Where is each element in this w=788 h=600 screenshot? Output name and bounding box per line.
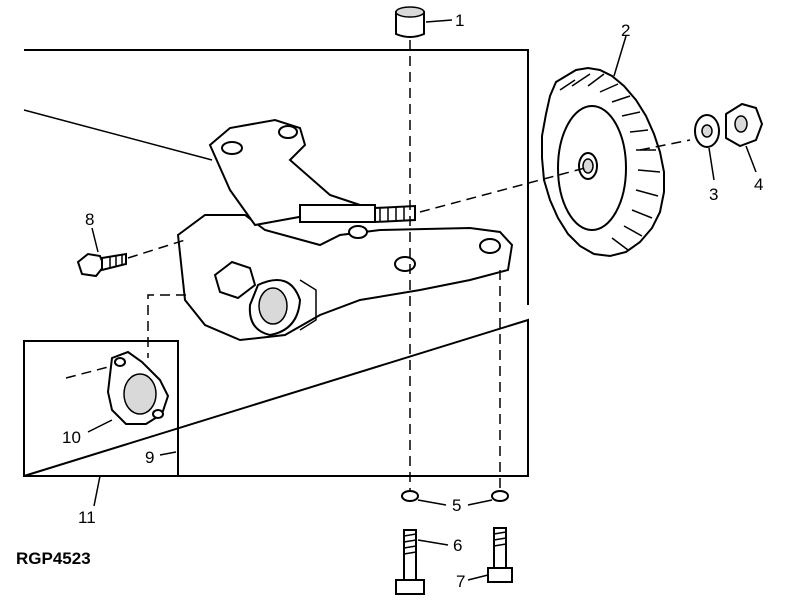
bushing xyxy=(395,6,425,38)
cap-screw-8 xyxy=(76,252,127,278)
gasket-leader-line xyxy=(147,294,186,358)
inset-frame xyxy=(23,340,179,477)
cap-screw-6 xyxy=(395,529,425,595)
frame-leader-line xyxy=(23,109,213,161)
callout-6: 6 xyxy=(453,536,462,555)
pump-housing xyxy=(176,118,514,342)
gasket xyxy=(106,350,170,425)
assembly-frame xyxy=(23,49,529,477)
callout-8: 8 xyxy=(85,210,94,229)
gear-axis-line xyxy=(639,139,691,151)
washer-5-right xyxy=(491,490,509,502)
callout-7: 7 xyxy=(456,572,465,591)
nut xyxy=(725,102,764,148)
callout-3: 3 xyxy=(709,185,718,204)
cap-screw-7 xyxy=(487,527,513,583)
callout-1: 1 xyxy=(455,11,464,30)
callout-5: 5 xyxy=(452,496,461,515)
washer xyxy=(694,114,720,148)
callout-9: 9 xyxy=(145,448,154,467)
callout-4: 4 xyxy=(754,175,763,194)
cap-screw-centerline xyxy=(127,239,186,259)
callout-2: 2 xyxy=(621,21,630,40)
callout-leaders xyxy=(87,19,757,581)
washer-5-left xyxy=(401,490,419,502)
callout-10: 10 xyxy=(62,428,81,447)
drive-gear xyxy=(541,66,665,258)
gasket-centerline xyxy=(65,365,113,379)
callout-11: 11 xyxy=(78,508,96,527)
shaft-centerline xyxy=(419,167,586,213)
figure-code: RGP4523 xyxy=(16,549,91,568)
